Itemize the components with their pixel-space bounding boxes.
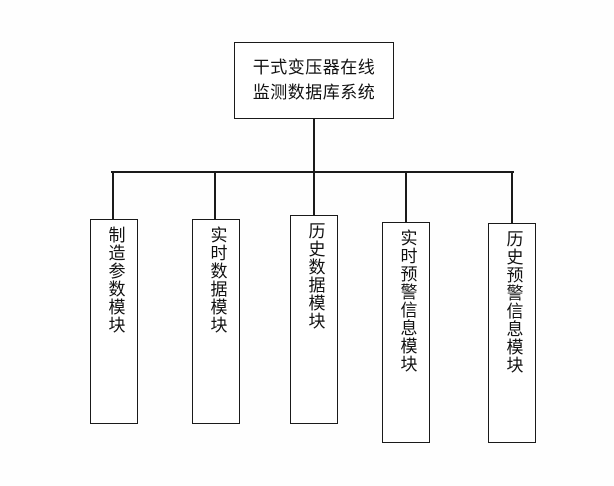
- connector-drop-module-5: [511, 171, 513, 223]
- connector-trunk-vertical: [313, 118, 315, 173]
- module-node-label-1: 制造参数模块: [104, 226, 125, 334]
- connector-drop-module-4: [405, 171, 407, 222]
- connector-bus-horizontal: [111, 171, 514, 173]
- module-node-box-2[interactable]: 实时数据模块: [192, 219, 240, 424]
- module-node-label-5: 历史预警信息模块: [502, 230, 523, 374]
- connector-drop-module-2: [214, 171, 216, 219]
- module-node-box-1[interactable]: 制造参数模块: [90, 219, 138, 424]
- module-node-box-5[interactable]: 历史预警信息模块: [488, 223, 536, 443]
- root-node-label: 干式变压器在线 监测数据库系统: [252, 58, 376, 103]
- connector-drop-module-1: [112, 171, 114, 219]
- root-node-box[interactable]: 干式变压器在线 监测数据库系统: [234, 42, 394, 119]
- module-node-label-2: 实时数据模块: [206, 226, 227, 334]
- connector-drop-module-3: [313, 171, 315, 215]
- module-node-box-3[interactable]: 历史数据模块: [290, 215, 338, 424]
- module-node-box-4[interactable]: 实时预警信息模块: [382, 222, 430, 443]
- module-node-label-4: 实时预警信息模块: [396, 229, 417, 373]
- module-node-label-3: 历史数据模块: [304, 222, 325, 330]
